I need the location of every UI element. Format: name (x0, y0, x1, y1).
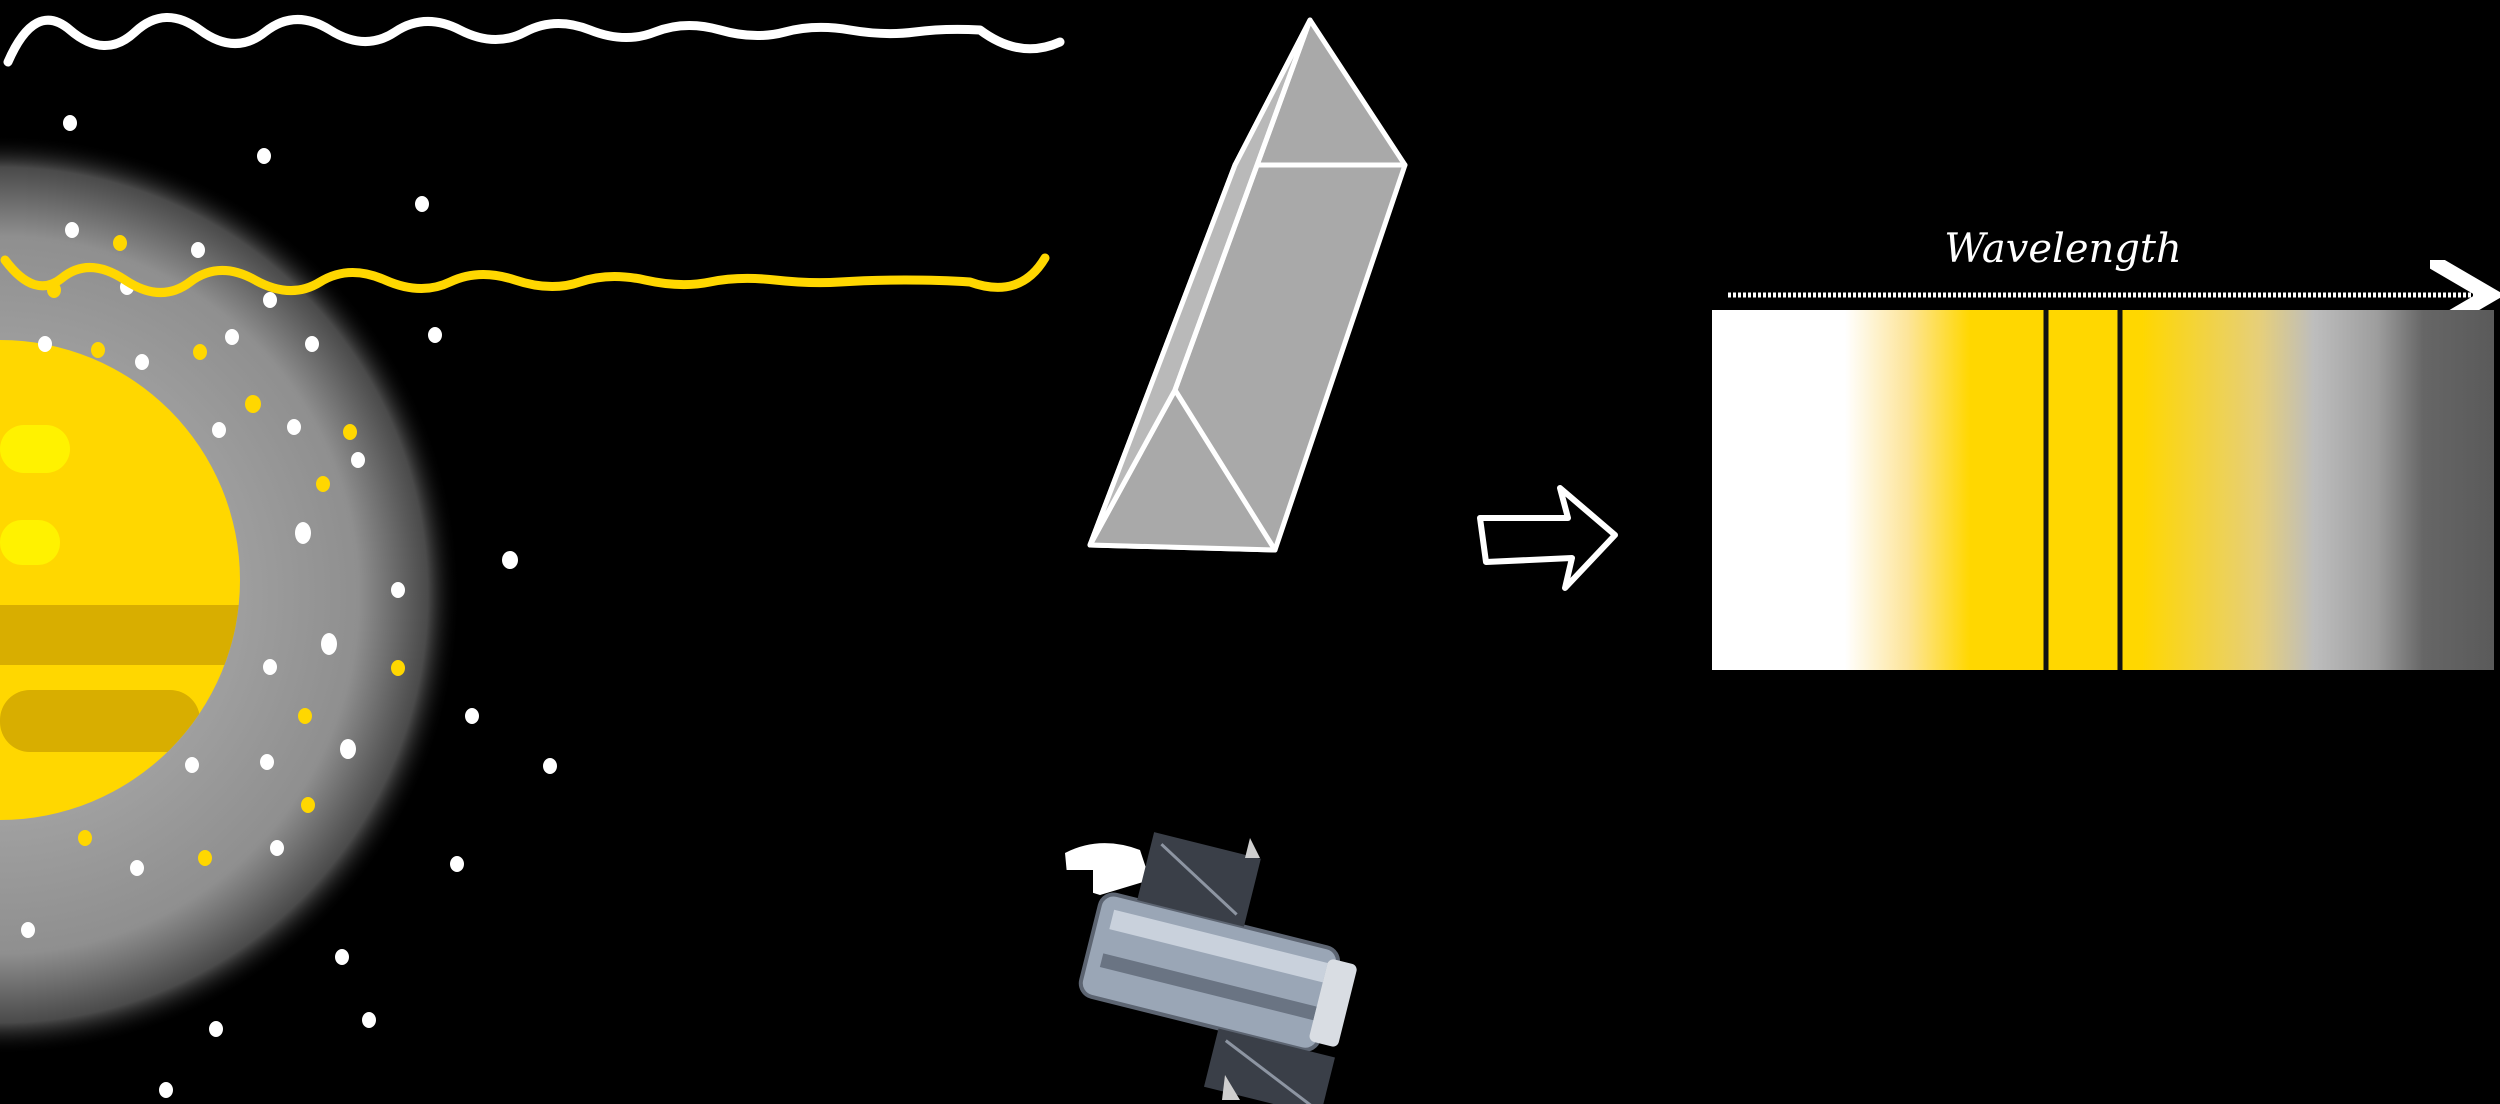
wavelength-axis: Wavelength (1728, 226, 2480, 295)
space-telescope-icon (1063, 832, 1357, 1104)
hollow-right-arrow-icon (1477, 485, 1618, 591)
glass-prism-icon (1087, 17, 1408, 553)
atmosphere-particles-white (21, 115, 557, 1098)
yellow-wave-icon (0, 253, 1050, 297)
wavelength-axis-label: Wavelength (1944, 226, 2181, 272)
absorption-region (2046, 310, 2117, 670)
white-wave-icon (3, 13, 1065, 67)
spectrum (1712, 310, 2494, 670)
planet (0, 135, 460, 1055)
